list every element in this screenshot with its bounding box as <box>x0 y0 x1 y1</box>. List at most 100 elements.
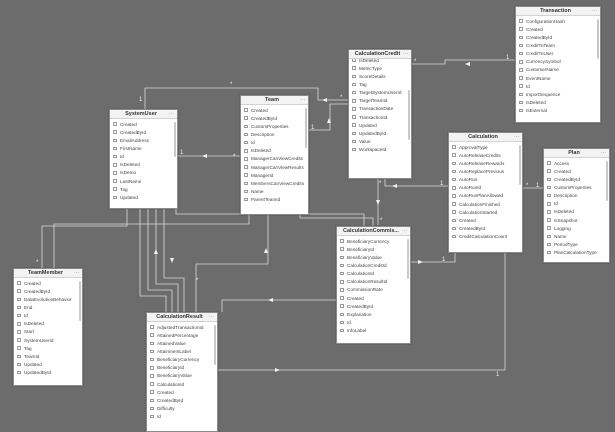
field-row[interactable]: CurrencySymbol <box>516 58 600 66</box>
scrollbar[interactable] <box>597 19 599 59</box>
field-row[interactable]: Id <box>516 82 600 90</box>
field-row[interactable]: Tag <box>349 80 411 88</box>
field-row[interactable]: CreatedById <box>337 302 410 310</box>
field-row[interactable]: Created <box>14 279 82 287</box>
table-header[interactable]: Team ··· <box>241 96 308 105</box>
field-row[interactable]: AutoRunPlanAllowed <box>449 192 522 200</box>
field-row[interactable]: CreatedById <box>110 128 177 136</box>
field-row[interactable]: Updated <box>110 193 177 201</box>
field-row[interactable]: Created <box>241 106 308 114</box>
field-row[interactable]: CustomProperties <box>544 183 609 191</box>
table-header[interactable]: CalculationCredit ··· <box>349 50 411 59</box>
field-row[interactable]: UpdatedById <box>349 129 411 137</box>
more-options-icon[interactable]: ··· <box>169 110 174 117</box>
field-row[interactable]: ScoreDetails <box>349 72 411 80</box>
scrollbar[interactable] <box>407 239 409 279</box>
field-row[interactable]: BeneficiaryId <box>147 364 217 372</box>
field-row[interactable]: CreditToTeam <box>516 41 600 49</box>
field-row[interactable]: Difficulty <box>147 404 217 412</box>
field-row[interactable]: ManagerId <box>241 171 308 179</box>
field-row[interactable]: Id <box>147 413 217 421</box>
field-row[interactable]: Id <box>110 153 177 161</box>
field-row[interactable]: BeneficiaryCurrency <box>147 356 217 364</box>
table-header[interactable]: Transaction ··· <box>516 7 600 16</box>
scrollbar[interactable] <box>79 281 81 321</box>
field-row[interactable]: CalculationStarted <box>449 208 522 216</box>
table-header[interactable]: CalculationCommis... ··· <box>337 227 410 236</box>
more-options-icon[interactable]: ··· <box>592 7 597 14</box>
field-row[interactable]: Name <box>544 232 609 240</box>
table-header[interactable]: SystemUser ··· <box>110 110 177 119</box>
field-row[interactable]: BeneficiaryId <box>337 245 410 253</box>
field-row[interactable]: ManagerCanViewCredits <box>241 155 308 163</box>
field-row[interactable]: Created <box>110 120 177 128</box>
field-row[interactable]: Description <box>241 130 308 138</box>
table-calculation-result[interactable]: CalculationResult ··· AdjustedTransactio… <box>146 312 218 432</box>
field-row[interactable]: ConfigurationHash <box>516 17 600 25</box>
field-row[interactable]: CreatedById <box>241 114 308 122</box>
field-row[interactable]: IsDeleted <box>516 98 600 106</box>
field-row[interactable]: Tag <box>14 344 82 352</box>
field-row[interactable]: TransactionId <box>349 113 411 121</box>
field-row[interactable]: EventName <box>516 74 600 82</box>
field-row[interactable]: Id <box>544 200 609 208</box>
table-calculation-commission[interactable]: CalculationCommis... ··· BeneficiaryCurr… <box>336 226 411 344</box>
more-options-icon[interactable]: ··· <box>209 313 214 320</box>
field-row[interactable]: BeneficiaryValue <box>147 372 217 380</box>
field-row[interactable]: CreatedById <box>449 224 522 232</box>
field-row[interactable]: Logging <box>544 224 609 232</box>
more-options-icon[interactable]: ··· <box>74 269 79 276</box>
field-row[interactable]: AutoRunId <box>449 184 522 192</box>
scrollbar[interactable] <box>519 145 521 185</box>
scrollbar[interactable] <box>214 325 216 365</box>
scrollbar[interactable] <box>174 122 176 157</box>
field-row[interactable]: CalculationResultId <box>337 278 410 286</box>
field-row[interactable]: IsSnapshot <box>544 216 609 224</box>
field-row[interactable]: IsExternal <box>516 107 600 115</box>
field-row[interactable]: Access <box>544 159 609 167</box>
field-row[interactable]: AutoReleaseCredits <box>449 151 522 159</box>
field-row[interactable]: MetricType <box>349 64 411 72</box>
field-row[interactable]: Created <box>516 25 600 33</box>
field-row[interactable]: Id <box>14 312 82 320</box>
scrollbar[interactable] <box>408 90 410 140</box>
field-row[interactable]: CreatedById <box>544 175 609 183</box>
field-row[interactable]: ApprovalType <box>449 143 522 151</box>
field-row[interactable]: CalculationFinished <box>449 200 522 208</box>
field-row[interactable]: FirstName <box>110 144 177 152</box>
field-row[interactable]: Created <box>449 216 522 224</box>
field-row[interactable]: MembersCanViewCredits <box>241 179 308 187</box>
field-row[interactable]: Updated <box>14 360 82 368</box>
field-row[interactable]: DataEvolutionBehavior <box>14 295 82 303</box>
field-row[interactable]: SystemUserId <box>14 336 82 344</box>
field-row[interactable]: AttainedValue <box>147 339 217 347</box>
more-options-icon[interactable]: ··· <box>402 227 407 234</box>
field-row[interactable]: AttainmentLabel <box>147 347 217 355</box>
field-row[interactable]: IsDeleted <box>110 161 177 169</box>
field-row[interactable]: IsDeleted <box>241 147 308 155</box>
field-row[interactable]: Start <box>14 328 82 336</box>
field-row[interactable]: AdjustedTransactionId <box>147 323 217 331</box>
field-row[interactable]: Value <box>349 137 411 145</box>
field-row[interactable]: Tag <box>110 185 177 193</box>
table-header[interactable]: TeamMember ··· <box>14 269 82 278</box>
field-row[interactable]: CalculationId <box>337 270 410 278</box>
scrollbar[interactable] <box>305 108 307 148</box>
field-row[interactable]: AttainedPercentage <box>147 331 217 339</box>
field-row[interactable]: IsDemo <box>110 169 177 177</box>
field-row[interactable]: CreatedById <box>14 287 82 295</box>
table-header[interactable]: Calculation ··· <box>449 133 522 142</box>
field-row[interactable]: Created <box>147 388 217 396</box>
field-row[interactable]: CreatedById <box>516 33 600 41</box>
table-header[interactable]: Plan ··· <box>544 149 609 158</box>
field-row[interactable]: CreditCalculationCount <box>449 233 522 241</box>
field-row[interactable]: WorkspaceId <box>349 146 411 154</box>
field-row[interactable]: LastName <box>110 177 177 185</box>
field-row[interactable]: Created <box>337 294 410 302</box>
